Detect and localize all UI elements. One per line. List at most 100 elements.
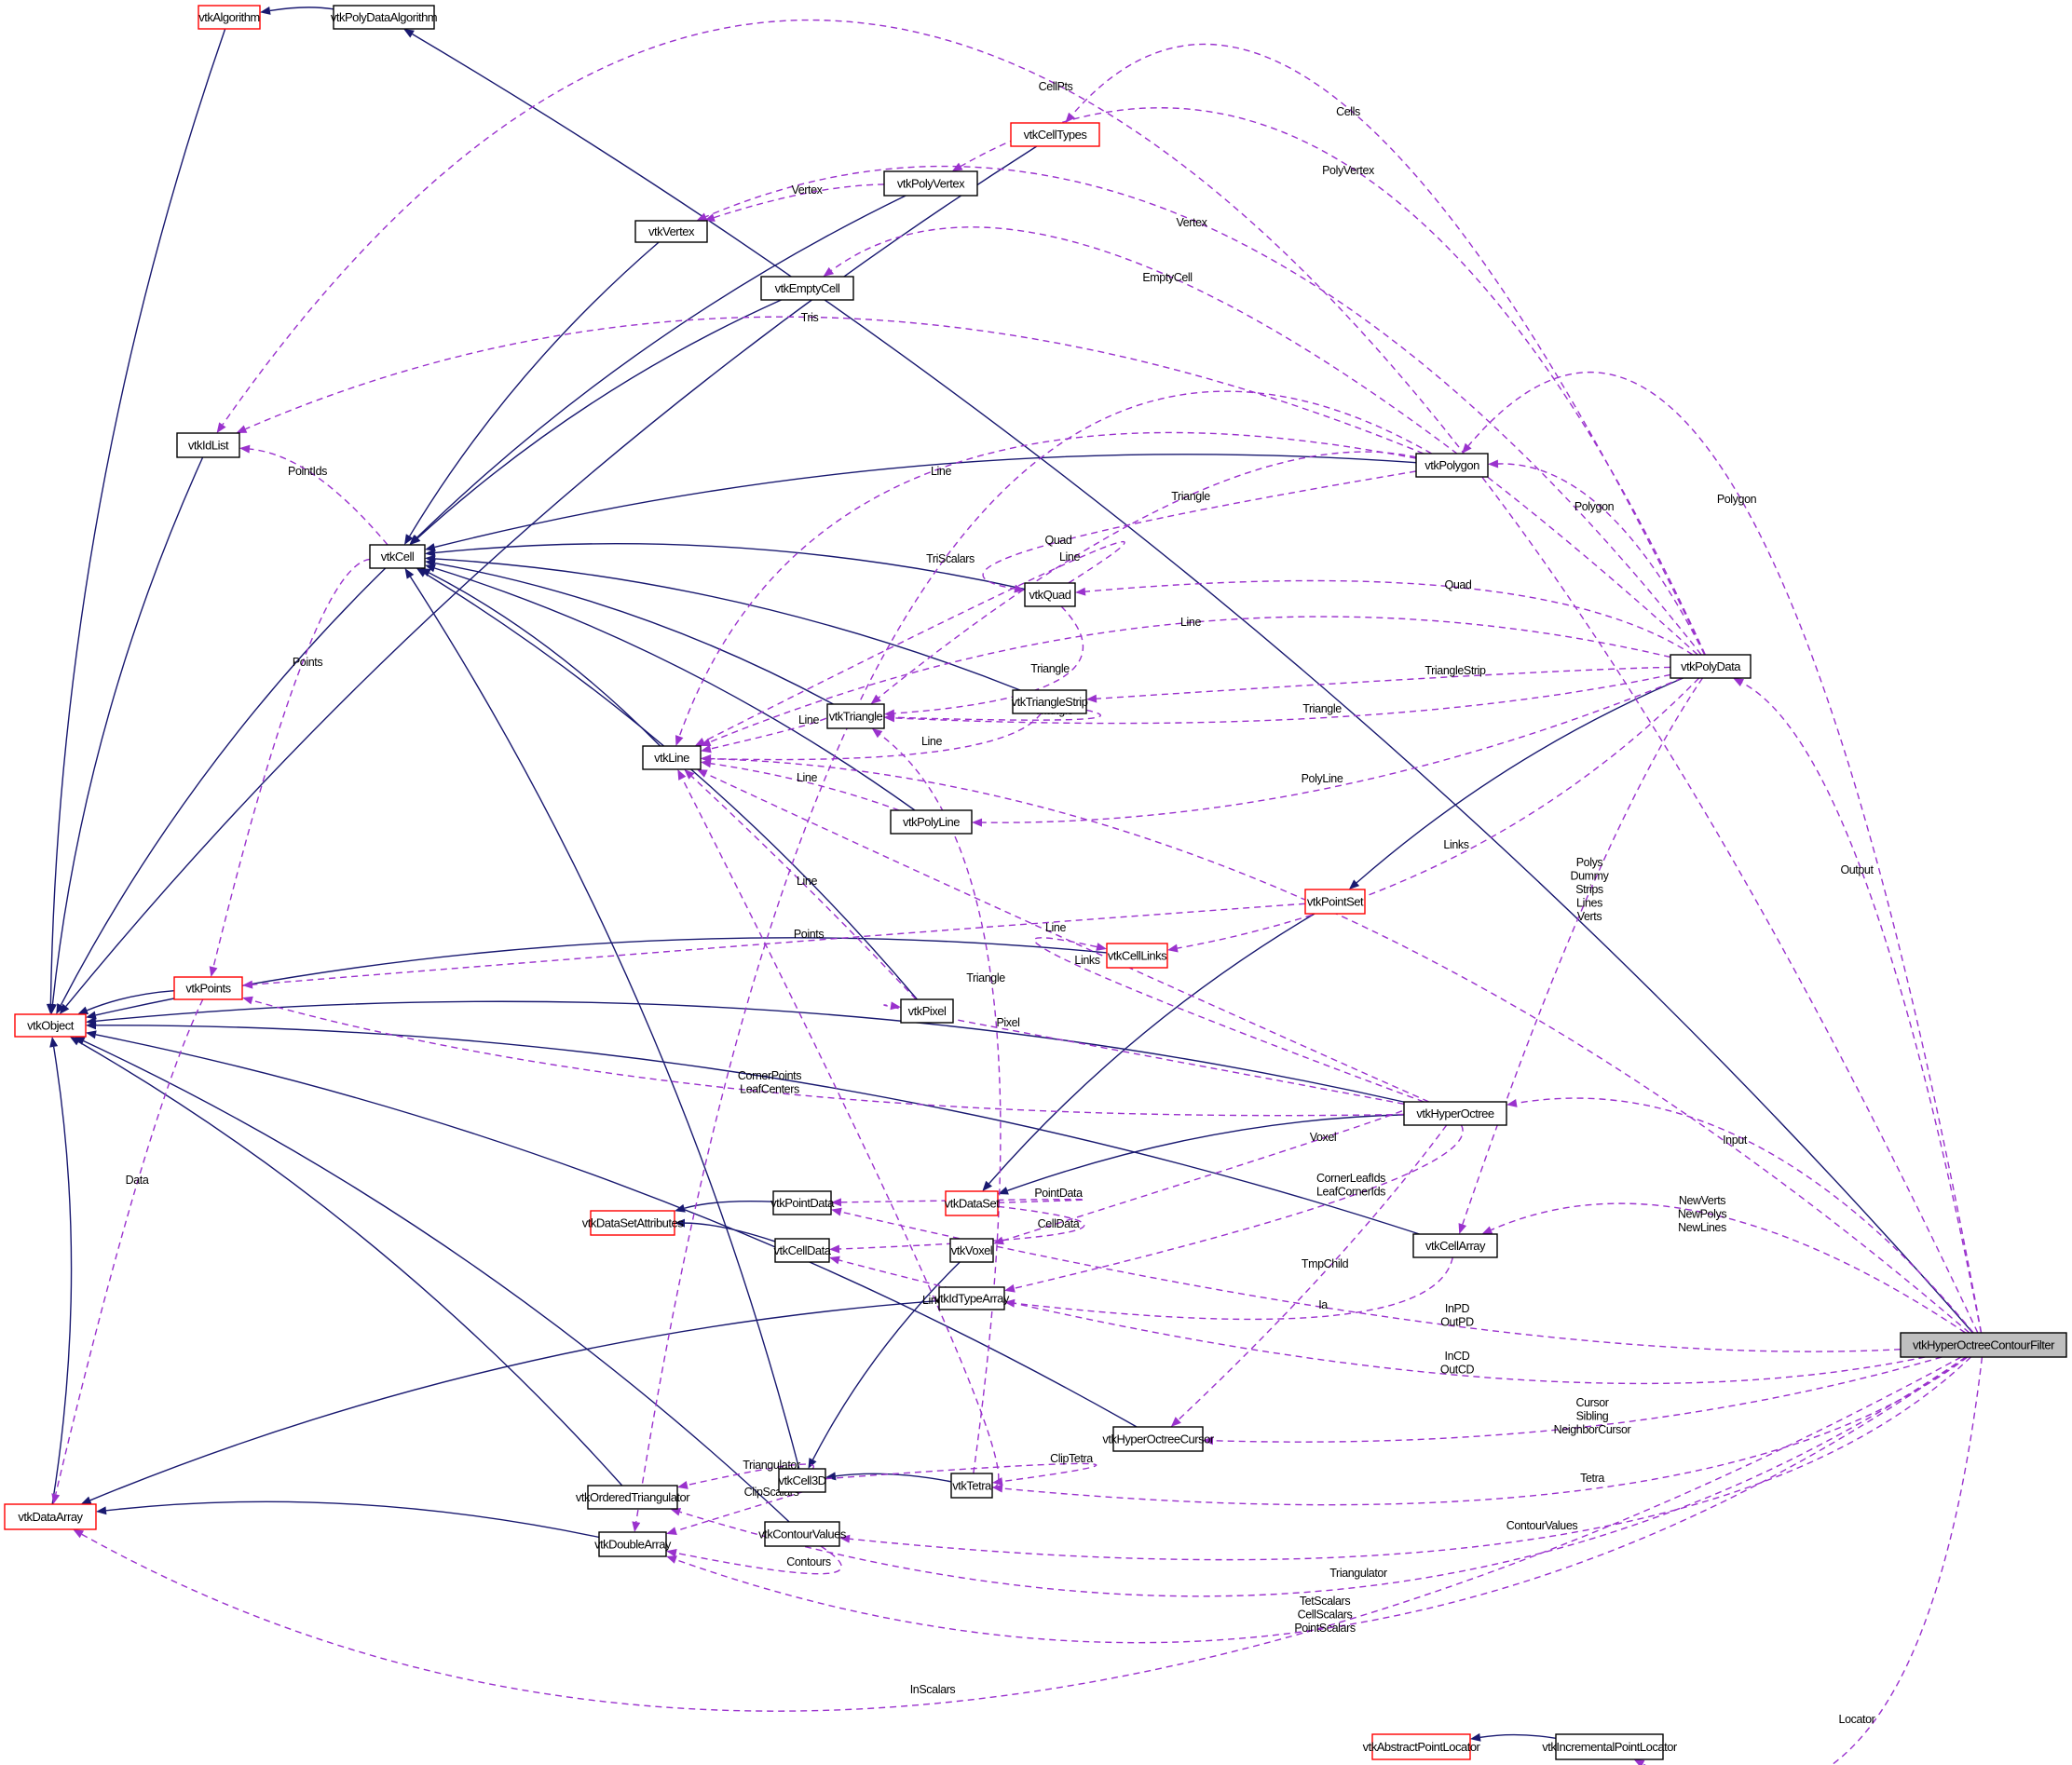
node-box[interactable]: [1304, 889, 1366, 915]
inheritance-edge-vtkCell-to-vtkObject: [60, 567, 387, 1006]
node-box[interactable]: [634, 220, 708, 243]
class-node-vtkDataSet[interactable]: vtkDataSet: [945, 1190, 1001, 1216]
node-box[interactable]: [1555, 1733, 1664, 1760]
class-node-vtkQuad[interactable]: vtkQuad: [1024, 582, 1076, 607]
edge-label-line: Line: [1045, 921, 1066, 934]
class-node-vtkHyperOctreeCursor[interactable]: vtkHyperOctreeCursor: [1102, 1426, 1215, 1452]
edge-label-line: Line: [931, 465, 951, 478]
class-node-vtkPolygon[interactable]: vtkPolygon: [1415, 453, 1489, 478]
node-box[interactable]: [1371, 1733, 1471, 1760]
node-box[interactable]: [590, 1210, 675, 1236]
node-box[interactable]: [1012, 689, 1087, 714]
node-box[interactable]: [14, 1013, 87, 1038]
class-node-vtkPixel[interactable]: vtkPixel: [900, 998, 954, 1024]
node-box[interactable]: [883, 170, 978, 197]
arrowhead-icon: [77, 1006, 89, 1014]
class-node-vtkHyperOctreeContourFilter[interactable]: vtkHyperOctreeContourFilter: [1900, 1332, 2067, 1358]
class-node-vtkCellLinks[interactable]: vtkCellLinks: [1106, 943, 1168, 969]
class-node-vtkEmptyCell[interactable]: vtkEmptyCell: [760, 276, 854, 301]
class-node-vtkOrderedTriangulator[interactable]: vtkOrderedTriangulator: [576, 1485, 691, 1510]
node-box[interactable]: [772, 1190, 832, 1215]
node-box[interactable]: [945, 1190, 999, 1216]
edge-label: Quad: [1045, 534, 1072, 547]
class-node-vtkCellTypes[interactable]: vtkCellTypes: [1010, 122, 1100, 147]
node-box[interactable]: [1415, 453, 1489, 478]
usage-edge-vtkHyperOctreeContourFilter-to-vtkTetra: [1002, 1356, 1969, 1506]
usage-edge-vtkPolyVertex-to-vtkVertex: [714, 183, 885, 219]
arrowhead-icon: [884, 713, 895, 723]
usage-edge-vtkTriangleStrip-to-vtkTriangle: [893, 709, 1101, 721]
node-box[interactable]: [1106, 943, 1168, 969]
node-box[interactable]: [950, 1473, 993, 1499]
class-node-vtkObject[interactable]: vtkObject: [14, 1013, 87, 1038]
class-node-vtkAbstractPointLocator[interactable]: vtkAbstractPointLocator: [1363, 1733, 1481, 1760]
class-node-vtkAlgorithm[interactable]: vtkAlgorithm: [198, 5, 261, 30]
class-node-vtkPolyVertex[interactable]: vtkPolyVertex: [883, 170, 978, 197]
node-box[interactable]: [764, 1521, 840, 1547]
node-box[interactable]: [1412, 1233, 1498, 1258]
class-node-vtkDataSetAttributes[interactable]: vtkDataSetAttributes: [582, 1210, 685, 1236]
node-box[interactable]: [778, 1468, 826, 1493]
node-box[interactable]: [198, 5, 261, 30]
class-node-vtkPolyLine[interactable]: vtkPolyLine: [890, 809, 973, 835]
class-node-vtkPolyData[interactable]: vtkPolyData: [1670, 654, 1752, 679]
node-label: vtkLine: [654, 751, 689, 765]
class-node-vtkPoints[interactable]: vtkPoints: [173, 976, 243, 1000]
class-node-vtkPointData[interactable]: vtkPointData: [770, 1190, 836, 1215]
usage-edge-vtkPolygon-to-vtkLine: [678, 431, 1417, 737]
node-label: vtkPolyDataAlgorithm: [331, 10, 437, 24]
class-node-vtkPointSet[interactable]: vtkPointSet: [1304, 889, 1366, 915]
class-node-vtkDataArray[interactable]: vtkDataArray: [4, 1503, 97, 1530]
node-box[interactable]: [900, 998, 954, 1024]
arrowhead-icon: [701, 744, 712, 754]
class-node-vtkPolyDataAlgorithm[interactable]: vtkPolyDataAlgorithm: [331, 5, 438, 30]
node-box[interactable]: [890, 809, 973, 835]
node-box[interactable]: [774, 1238, 830, 1263]
node-label: vtkCellTypes: [1024, 128, 1088, 142]
node-box[interactable]: [1403, 1101, 1507, 1126]
arrowhead-icon: [73, 1529, 85, 1539]
edge-label: TriangleStrip: [1424, 664, 1486, 677]
class-node-vtkCell[interactable]: vtkCell: [369, 544, 426, 569]
class-node-vtkIdTypeArray[interactable]: vtkIdTypeArray: [934, 1286, 1010, 1310]
node-box[interactable]: [1024, 582, 1076, 607]
class-node-vtkLine[interactable]: vtkLine: [642, 745, 702, 770]
node-box[interactable]: [1112, 1426, 1204, 1452]
node-box[interactable]: [826, 703, 885, 729]
class-node-vtkIdList[interactable]: vtkIdList: [176, 432, 240, 458]
node-box[interactable]: [4, 1503, 97, 1530]
usage-edge-vtkDataSet-to-vtkPointData: [840, 1198, 1085, 1203]
node-box[interactable]: [173, 976, 243, 1000]
usage-edge-vtkQuad-to-vtkLine: [703, 540, 1125, 742]
node-box[interactable]: [333, 5, 435, 30]
node-box[interactable]: [1900, 1332, 2067, 1358]
node-box[interactable]: [938, 1286, 1005, 1310]
class-node-vtkIncrementalPointLocator[interactable]: vtkIncrementalPointLocator: [1542, 1733, 1678, 1760]
edge-label: Contours: [786, 1555, 831, 1568]
node-box[interactable]: [598, 1531, 667, 1557]
arrowhead-icon: [666, 1527, 677, 1535]
class-node-vtkHyperOctree[interactable]: vtkHyperOctree: [1403, 1101, 1507, 1126]
inheritance-edge-vtkCellTypes-to-vtkObject: [65, 145, 1038, 1007]
node-box[interactable]: [1670, 654, 1752, 679]
class-node-vtkTriangle[interactable]: vtkTriangle: [826, 703, 885, 729]
edge-label-line: Cells: [1336, 105, 1360, 118]
node-box[interactable]: [760, 276, 854, 301]
node-box[interactable]: [642, 745, 702, 770]
class-node-vtkContourValues[interactable]: vtkContourValues: [758, 1521, 847, 1547]
class-node-vtkDoubleArray[interactable]: vtkDoubleArray: [594, 1531, 672, 1557]
class-node-vtkTriangleStrip[interactable]: vtkTriangleStrip: [1012, 689, 1088, 714]
arrowhead-icon: [86, 1021, 97, 1030]
class-node-vtkVertex[interactable]: vtkVertex: [634, 220, 708, 243]
node-box[interactable]: [587, 1485, 678, 1510]
node-box[interactable]: [1010, 122, 1100, 147]
class-node-vtkCellData[interactable]: vtkCellData: [774, 1238, 832, 1263]
node-box[interactable]: [949, 1238, 994, 1263]
node-box[interactable]: [369, 544, 426, 569]
class-node-vtkCellArray[interactable]: vtkCellArray: [1412, 1233, 1498, 1258]
class-node-vtkCell3D[interactable]: vtkCell3D: [778, 1468, 826, 1493]
node-box[interactable]: [176, 432, 240, 458]
class-node-vtkTetra[interactable]: vtkTetra: [950, 1473, 993, 1499]
class-node-vtkVoxel[interactable]: vtkVoxel: [949, 1238, 994, 1263]
